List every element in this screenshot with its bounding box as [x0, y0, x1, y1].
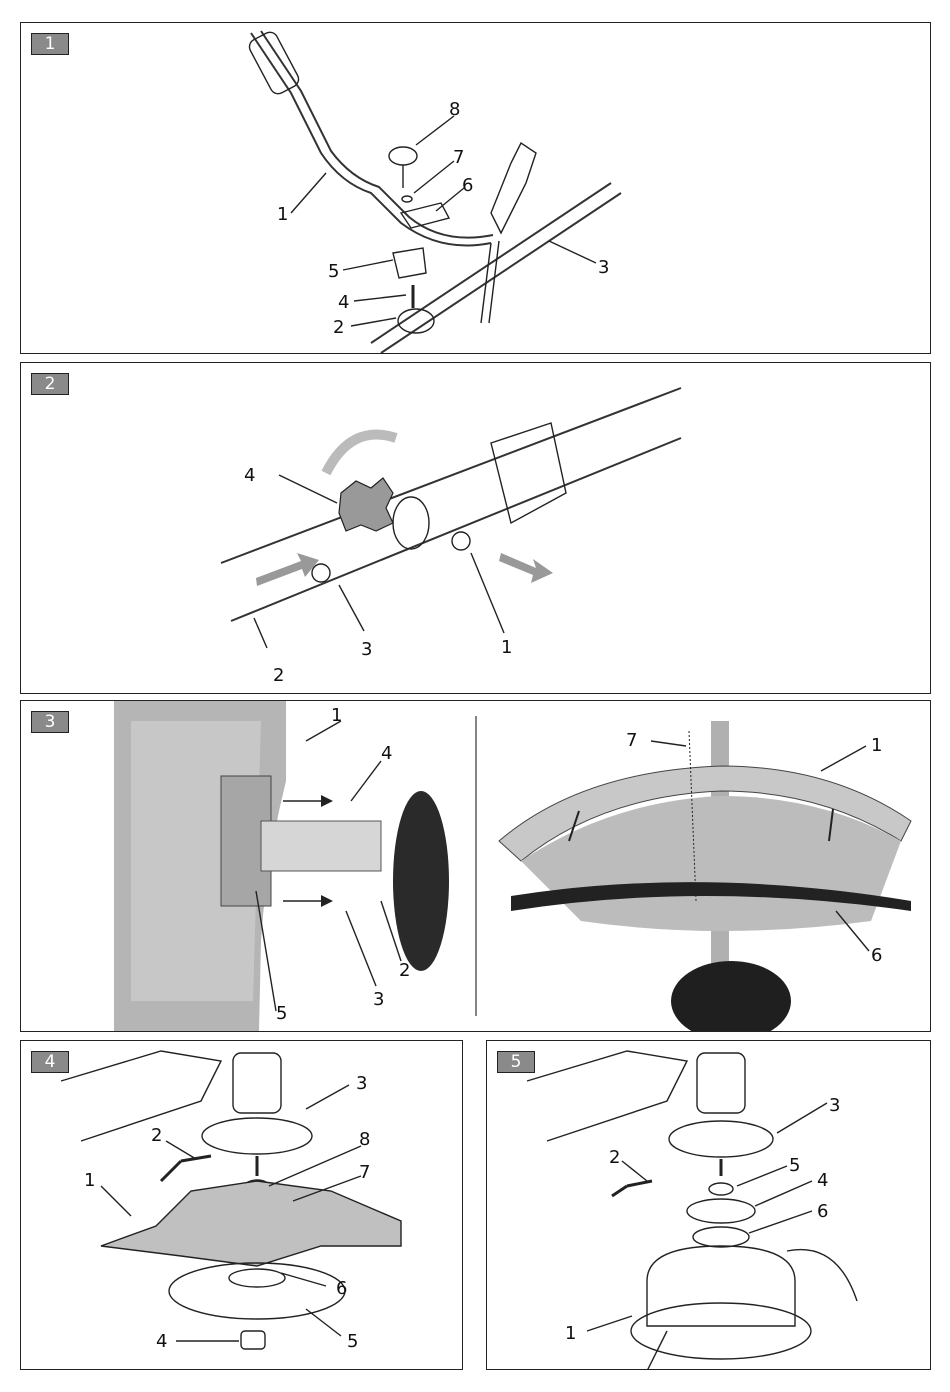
label-7: 7	[359, 1162, 370, 1183]
guard-closeup	[114, 701, 449, 1031]
label-1: 1	[277, 204, 288, 225]
leader-lines	[587, 1103, 827, 1331]
label-6: 6	[871, 945, 882, 966]
panel-1: 1	[20, 22, 931, 354]
label-7: 7	[453, 147, 464, 168]
label-3: 3	[356, 1073, 367, 1094]
panel-4: 4 3 2 8 7 1 6 4 5	[20, 1040, 463, 1370]
label-6: 6	[462, 175, 473, 196]
label-6: 6	[336, 1278, 347, 1299]
washer	[402, 196, 412, 202]
label-1: 1	[501, 637, 512, 658]
hex-key	[161, 1156, 211, 1181]
coupling-ring	[393, 497, 429, 549]
label-4: 4	[381, 743, 392, 764]
label-5: 5	[789, 1155, 800, 1176]
star-knob	[326, 435, 396, 531]
panel-1-illustration: 8 7 6 1 5 4 2 3	[21, 23, 931, 354]
label-2: 2	[273, 665, 284, 686]
label-3: 3	[361, 639, 372, 660]
cutting-line-2	[647, 1331, 667, 1370]
flange-top	[202, 1118, 312, 1154]
tubes	[221, 388, 681, 621]
clamp-block	[393, 248, 426, 278]
label-2: 2	[399, 960, 410, 981]
throttle-grip	[491, 143, 536, 233]
trimmer-head	[647, 1246, 795, 1326]
motor-cover	[393, 791, 449, 971]
motor-cover	[671, 961, 791, 1032]
label-3: 3	[373, 989, 384, 1010]
rotate-arrow	[326, 435, 396, 473]
label-2: 2	[333, 317, 344, 338]
panel-2-illustration: 4 3 2 1	[21, 363, 931, 694]
panel-5: 5 3 2 5 4 6 1	[486, 1040, 931, 1370]
spacer	[709, 1183, 733, 1195]
hex-key	[612, 1181, 652, 1196]
label-4: 4	[156, 1331, 167, 1352]
label-1: 1	[565, 1323, 576, 1344]
panel-5-illustration: 3 2 5 4 6 1	[487, 1041, 931, 1370]
push-arrow	[256, 553, 319, 586]
spool-base	[631, 1303, 811, 1359]
label-5: 5	[347, 1331, 358, 1352]
label-8: 8	[449, 99, 460, 120]
grip-left	[247, 29, 302, 96]
pull-arrow	[499, 553, 553, 583]
guard-disc	[169, 1263, 345, 1319]
panel-4-illustration: 3 2 8 7 1 6 4 5	[21, 1041, 463, 1370]
coupling-sleeve	[491, 423, 566, 523]
knob	[389, 147, 417, 165]
label-4: 4	[244, 465, 255, 486]
panel-3-illustration: 1 4 5 3 2 7 1 6	[21, 701, 931, 1032]
motor-housing	[61, 1051, 221, 1141]
washer	[687, 1199, 755, 1223]
panel-5-tag: 5	[497, 1051, 535, 1073]
label-3: 3	[829, 1095, 840, 1116]
gear-head	[697, 1053, 745, 1113]
cutting-line	[787, 1250, 857, 1301]
panel-2-tag: 2	[31, 373, 69, 395]
panel-2: 2 4 3 2 1	[20, 362, 931, 694]
label-8: 8	[359, 1129, 370, 1150]
label-1: 1	[331, 705, 342, 726]
label-7: 7	[626, 730, 637, 751]
label-6: 6	[817, 1201, 828, 1222]
nut	[241, 1331, 265, 1349]
lock-pin	[452, 532, 470, 550]
blade	[101, 1181, 401, 1266]
inner-disc	[229, 1269, 285, 1287]
label-5: 5	[328, 261, 339, 282]
label-2: 2	[151, 1125, 162, 1146]
flange-lower	[693, 1227, 749, 1247]
panel-3: 3	[20, 700, 931, 1032]
panel-4-tag: 4	[31, 1051, 69, 1073]
label-5: 5	[276, 1003, 287, 1024]
label-4: 4	[338, 292, 349, 313]
gear-head	[233, 1053, 281, 1113]
tube-hole	[312, 564, 330, 582]
label-2: 2	[609, 1147, 620, 1168]
clamp-parts	[389, 147, 449, 333]
motor-housing	[527, 1051, 687, 1141]
shaft-section	[261, 821, 381, 871]
label-1: 1	[84, 1170, 95, 1191]
guard-underside	[499, 721, 911, 1032]
label-4: 4	[817, 1170, 828, 1191]
panel-3-tag: 3	[31, 711, 69, 733]
flange-top	[669, 1121, 773, 1157]
panel-1-tag: 1	[31, 33, 69, 55]
label-3: 3	[598, 257, 609, 278]
label-1b: 1	[871, 735, 882, 756]
